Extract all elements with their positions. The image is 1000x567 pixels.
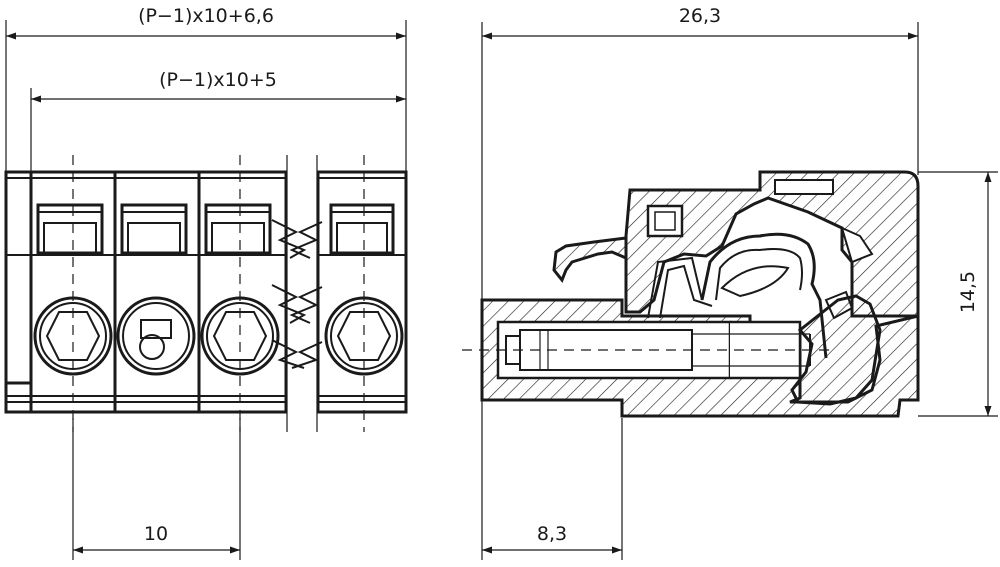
- dimension-pitch: 10: [73, 523, 240, 554]
- release-slot-4: [329, 203, 395, 255]
- dimension-side-height: 14,5: [957, 172, 992, 416]
- dim-label-side-pin-offset: 8,3: [537, 523, 567, 545]
- break-symbol: [271, 155, 323, 432]
- spring-clamp: [647, 232, 828, 359]
- release-slot-1: [36, 203, 104, 255]
- front-view: (P−1)x10+6,6 (P−1)x10+5 10: [4, 5, 408, 560]
- dimension-side-length: 26,3: [482, 5, 918, 40]
- wire-entry-2: [116, 296, 196, 376]
- connector-body-right: [316, 170, 408, 414]
- dim-label-side-length: 26,3: [679, 5, 721, 27]
- side-view: 26,3 14,5 8,3: [462, 5, 998, 560]
- dim-label-side-height: 14,5: [957, 271, 979, 313]
- dimension-front-pin-span: (P−1)x10+5: [31, 69, 406, 103]
- connector-body-left: [4, 170, 288, 414]
- dimension-side-pin-offset: 8,3: [482, 523, 622, 554]
- housing-upper-section: [624, 170, 920, 318]
- release-slot-2: [120, 203, 188, 255]
- dim-label-front-overall-width: (P−1)x10+6,6: [138, 5, 274, 27]
- clamp-lever: [790, 294, 882, 406]
- dimension-front-overall-width: (P−1)x10+6,6: [6, 5, 406, 40]
- dim-label-pitch: 10: [144, 523, 168, 545]
- release-slot-3: [204, 203, 272, 255]
- latch-hook: [552, 236, 628, 283]
- dim-label-front-pin-span: (P−1)x10+5: [159, 69, 277, 91]
